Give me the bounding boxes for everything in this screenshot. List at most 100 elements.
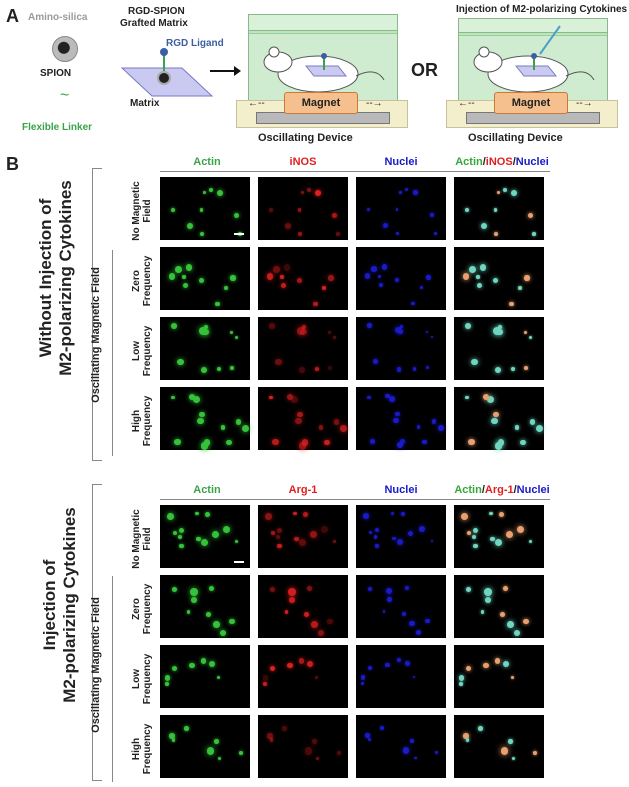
cell-dot [399, 439, 406, 445]
cell-dot [532, 232, 536, 237]
micrograph-s1-r2-nuclei [356, 247, 446, 310]
cell-dot [411, 301, 416, 306]
cell-dot [216, 675, 220, 679]
micrograph-s2-r4-merge [454, 715, 544, 778]
cell-dot [235, 419, 241, 425]
spion-label: SPION [40, 68, 72, 79]
cell-dot [430, 335, 434, 339]
cell-dot [324, 439, 331, 446]
cell-dot [229, 365, 234, 370]
micrograph-s1-r4-nuclei [356, 387, 446, 450]
micrograph-s2-r1-merge [454, 505, 544, 568]
cell-dot [465, 395, 470, 400]
cell-dot [363, 513, 369, 519]
mouse-1-icon [263, 46, 385, 93]
cell-dot [313, 301, 319, 307]
cell-dot [186, 610, 191, 615]
section-2-title: Injection of M2-polarizing Cytokines [40, 507, 79, 703]
cell-dot [280, 275, 284, 279]
cell-dot [438, 425, 444, 431]
cell-dot [396, 442, 403, 449]
cell-dot [409, 621, 415, 627]
cell-dot [298, 442, 307, 450]
cell-dot [393, 417, 399, 424]
cell-dot [318, 425, 324, 430]
cell-dot [386, 588, 393, 595]
cell-dot [418, 525, 425, 532]
cell-dot [267, 733, 273, 739]
cell-dot [425, 365, 429, 369]
cell-dot [297, 231, 302, 236]
cell-dot [206, 611, 212, 617]
cell-dot [412, 367, 416, 371]
s1-oscillating-bracket [112, 250, 113, 456]
cell-dot [477, 283, 483, 289]
cell-dot [387, 597, 392, 603]
cell-dot [200, 442, 209, 450]
cell-dot [465, 738, 470, 742]
cell-dot [518, 285, 522, 290]
micrograph-s1-r1-actin [160, 177, 250, 240]
s1-oscillating-label: Oscillating Magnetic Field [90, 267, 102, 403]
cell-dot [434, 232, 438, 236]
magnet-1: Magnet [284, 92, 358, 114]
cell-dot [473, 544, 478, 549]
cell-dot [500, 747, 509, 756]
s1-col-actin: Actin [193, 156, 221, 168]
micrograph-s1-r4-actin [160, 387, 250, 450]
micrograph-s1-r1-merge [454, 177, 544, 240]
cell-dot [392, 536, 397, 541]
cell-dot [371, 266, 377, 272]
cell-dot [493, 411, 499, 418]
cell-dot [405, 661, 411, 666]
cell-dot [224, 285, 228, 290]
cell-dot [229, 618, 236, 625]
cell-dot [381, 264, 387, 270]
micrograph-s2-r2-actin [160, 575, 250, 638]
cell-dot [523, 330, 527, 334]
cell-dot [502, 188, 507, 193]
cell-dot [402, 747, 409, 754]
cell-dot [191, 597, 197, 604]
cell-dot [215, 301, 221, 307]
cell-dot [503, 586, 509, 592]
cell-dot [404, 188, 409, 192]
cell-dot [396, 538, 403, 545]
cell-dot [217, 190, 224, 196]
cell-dot [471, 535, 476, 540]
cell-dot [461, 513, 468, 520]
cell-dot [375, 544, 379, 548]
cell-dot [200, 367, 207, 374]
cell-dot [533, 750, 537, 755]
cell-dot [499, 511, 505, 517]
micrograph-s1-r3-actin [160, 317, 250, 380]
cell-dot [200, 538, 209, 547]
cell-dot [208, 188, 213, 193]
cell-dot [494, 442, 503, 450]
micrograph-s1-r2-actin [160, 247, 250, 310]
cell-dot [397, 658, 402, 663]
cell-dot [206, 747, 215, 756]
cell-dot [529, 419, 535, 425]
cell-dot [265, 513, 272, 520]
cell-dot [465, 665, 472, 672]
cell-dot [465, 323, 472, 329]
cell-dot [291, 396, 299, 404]
cell-dot [195, 511, 200, 516]
cell-dot [462, 273, 470, 280]
cell-dot [220, 630, 227, 637]
oscillation-arrow-right-icon-2: --→ [576, 98, 593, 109]
cell-dot [173, 531, 178, 536]
micrograph-s2-r4-marker [258, 715, 348, 778]
cell-dot [370, 438, 376, 444]
cell-dot [503, 661, 510, 668]
flexible-linker-icon: ~ [60, 87, 70, 104]
or-label: OR [411, 60, 438, 80]
cell-dot [307, 586, 313, 592]
spion-particle-icon [52, 36, 78, 62]
cell-dot [510, 675, 514, 679]
cell-dot [295, 417, 302, 425]
cell-dot [493, 208, 497, 212]
cell-dot [397, 328, 404, 335]
